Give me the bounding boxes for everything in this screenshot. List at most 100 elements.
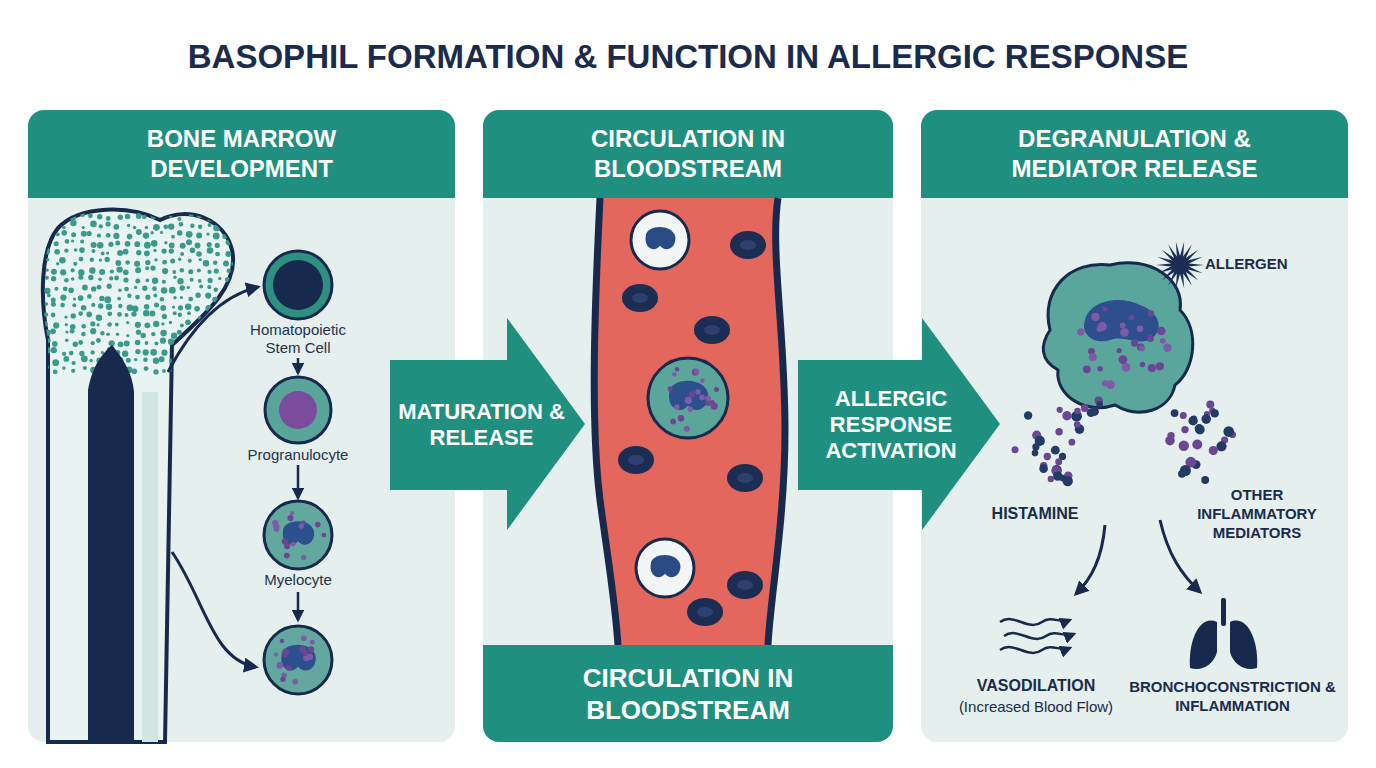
bone-pore bbox=[207, 314, 211, 318]
bone-pore bbox=[190, 369, 193, 372]
bone-pore bbox=[217, 216, 221, 220]
bone-pore bbox=[44, 365, 49, 370]
granule bbox=[1160, 338, 1166, 344]
spongy-bone bbox=[41, 211, 240, 374]
bone-pore bbox=[214, 347, 218, 351]
granule bbox=[700, 378, 705, 383]
bone-pore bbox=[234, 323, 239, 328]
granule bbox=[1032, 431, 1041, 440]
granule bbox=[1035, 436, 1045, 446]
bone-pore bbox=[144, 304, 150, 310]
bone-pore bbox=[144, 251, 150, 257]
bone-pore bbox=[154, 342, 158, 346]
bone-pore bbox=[160, 305, 166, 311]
bone-pore bbox=[96, 338, 101, 343]
bone-pore bbox=[125, 241, 131, 247]
granule bbox=[307, 654, 313, 660]
bone-pore bbox=[106, 216, 111, 221]
bone-pore bbox=[169, 214, 173, 218]
bone-pore bbox=[173, 275, 177, 279]
bone-pore bbox=[46, 258, 50, 262]
bone-pore bbox=[81, 332, 86, 337]
granule bbox=[694, 369, 700, 375]
cell-nucleus bbox=[669, 381, 708, 410]
bone-pore bbox=[153, 358, 159, 364]
bone-pore bbox=[204, 339, 209, 344]
bone-pore bbox=[126, 358, 131, 363]
bone-pore bbox=[173, 296, 177, 300]
bone-pore bbox=[135, 322, 141, 328]
cell-symbol bbox=[235, 374, 361, 446]
bone-pore bbox=[162, 212, 168, 218]
granule bbox=[1167, 432, 1174, 439]
bone-pore bbox=[223, 261, 229, 267]
bone-pore bbox=[56, 262, 59, 265]
bone-pore bbox=[80, 240, 84, 244]
bone-pore bbox=[199, 285, 203, 289]
bone-pore bbox=[197, 269, 201, 273]
granule bbox=[1137, 325, 1144, 332]
bone-pore bbox=[127, 234, 133, 240]
bone-pore bbox=[178, 313, 182, 317]
bone-pore bbox=[71, 268, 75, 272]
bone-pore bbox=[145, 226, 148, 229]
bone-pore bbox=[125, 260, 130, 265]
bone-pore bbox=[78, 311, 83, 316]
bone-pore bbox=[73, 342, 78, 347]
bone-pore bbox=[117, 312, 122, 317]
bone-arrow bbox=[172, 552, 256, 667]
granule bbox=[283, 653, 288, 658]
bone-pore bbox=[153, 224, 160, 231]
granule bbox=[1119, 355, 1128, 364]
bone-pore bbox=[226, 288, 229, 291]
bone-pore bbox=[54, 214, 58, 218]
cell-label: Progranulocyte bbox=[235, 446, 361, 464]
bone-pore bbox=[126, 321, 129, 324]
bone-pore bbox=[186, 231, 193, 238]
granule bbox=[1137, 344, 1145, 352]
arrow-text: ALLERGIC RESPONSE ACTIVATION bbox=[802, 360, 980, 490]
bone-pore bbox=[213, 261, 217, 265]
bone-pore bbox=[73, 262, 77, 266]
rbc-center bbox=[697, 607, 713, 617]
white-blood-cell bbox=[631, 211, 689, 269]
bone-pore bbox=[116, 333, 119, 336]
bone-pore bbox=[222, 214, 225, 217]
granule bbox=[1195, 424, 1204, 433]
bone-pore bbox=[162, 260, 167, 265]
blood-cells bbox=[618, 211, 766, 626]
bone-pore bbox=[126, 334, 129, 337]
bone-pore bbox=[172, 306, 175, 309]
bone-pore bbox=[214, 269, 219, 274]
granule bbox=[1180, 412, 1187, 419]
bone-pore bbox=[45, 276, 49, 280]
bone-pore bbox=[196, 232, 202, 238]
bone-pore bbox=[97, 285, 102, 290]
bone-pore bbox=[206, 305, 212, 311]
granule bbox=[1179, 441, 1189, 451]
granule bbox=[695, 389, 700, 394]
bone-pore bbox=[162, 280, 166, 284]
bone-pore bbox=[71, 313, 76, 318]
bone-pore bbox=[97, 234, 101, 238]
bone-pore bbox=[171, 235, 175, 239]
granule bbox=[1088, 348, 1095, 355]
bone-pore bbox=[70, 329, 75, 334]
bone-pore bbox=[86, 312, 92, 318]
bone-pore bbox=[81, 305, 87, 311]
bone-pore bbox=[51, 297, 56, 302]
granule bbox=[1075, 424, 1085, 434]
bone-pore bbox=[64, 315, 67, 318]
granule bbox=[1163, 344, 1171, 352]
bone-pore bbox=[127, 304, 134, 311]
bone-pore bbox=[123, 269, 129, 275]
bone-pore bbox=[234, 369, 237, 372]
granule bbox=[299, 524, 304, 529]
bone-pore bbox=[96, 358, 102, 364]
bone-pore bbox=[54, 249, 60, 255]
bone-pore bbox=[231, 230, 236, 235]
lungs-icon bbox=[1190, 598, 1257, 669]
bone-pore bbox=[124, 340, 130, 346]
bone-pore bbox=[207, 242, 212, 247]
